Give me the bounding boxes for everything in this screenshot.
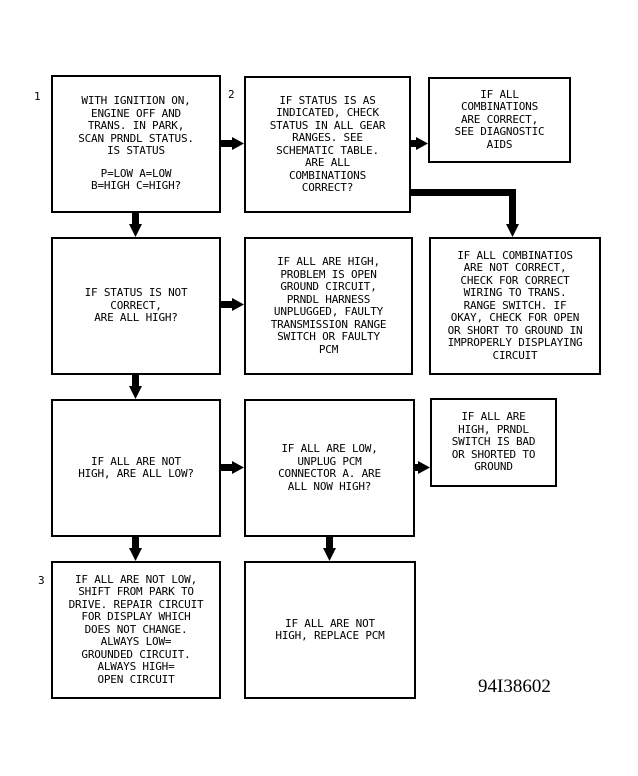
step-number-2: 2 [228, 88, 235, 101]
arrowhead-7-to-8 [232, 461, 244, 474]
box-are-all-high-text: IF STATUS IS NOT CORRECT, ARE ALL HIGH? [84, 286, 188, 325]
box-ignition-scan-status-text: WITH IGNITION ON, ENGINE OFF AND TRANS. … [78, 94, 194, 158]
box-are-all-high: IF STATUS IS NOT CORRECT, ARE ALL HIGH? [51, 237, 221, 375]
box-check-gear-ranges-text: IF STATUS IS AS INDICATED, CHECK STATUS … [269, 93, 386, 194]
arrow-7-to-10 [132, 536, 139, 550]
box-open-ground-circuit: IF ALL ARE HIGH, PROBLEM IS OPEN GROUND … [244, 237, 413, 375]
box-open-ground-circuit-text: IF ALL ARE HIGH, PROBLEM IS OPEN GROUND … [270, 255, 387, 356]
box-replace-pcm: IF ALL ARE NOT HIGH, REPLACE PCM [244, 561, 416, 699]
arrow-7-to-8 [220, 464, 234, 471]
arrowhead-8-to-9 [418, 461, 430, 474]
arrow-4-to-7 [132, 374, 139, 388]
arrowhead-4-to-7 [129, 386, 142, 399]
arrowhead-1-to-2 [232, 137, 244, 150]
step-number-3: 3 [38, 574, 45, 587]
box-ignition-status-values: P=LOW A=LOW B=HIGH C=HIGH? [91, 166, 181, 193]
box-check-wiring-text: IF ALL COMBINATIOS ARE NOT CORRECT, CHEC… [447, 248, 583, 362]
box-check-wiring: IF ALL COMBINATIOS ARE NOT CORRECT, CHEC… [429, 237, 601, 375]
step-number-1: 1 [34, 90, 41, 103]
arrowhead-2-to-3 [416, 137, 428, 150]
arrow-1-to-4 [132, 212, 139, 226]
box-are-all-low-text: IF ALL ARE NOT HIGH, ARE ALL LOW? [78, 454, 194, 480]
box-prndl-switch-bad-text: IF ALL ARE HIGH, PRNDL SWITCH IS BAD OR … [451, 410, 536, 474]
box-check-gear-ranges: IF STATUS IS AS INDICATED, CHECK STATUS … [244, 76, 411, 213]
arrow-4-to-5 [220, 301, 234, 308]
box-see-diagnostic-aids: IF ALL COMBINATIONS ARE CORRECT, SEE DIA… [428, 77, 571, 163]
arrow-1-to-2 [220, 140, 234, 147]
arrowhead-2-to-6 [506, 224, 519, 237]
arrowhead-8-to-11 [323, 548, 336, 561]
arrowhead-1-to-4 [129, 224, 142, 237]
box-are-all-low: IF ALL ARE NOT HIGH, ARE ALL LOW? [51, 399, 221, 537]
box-unplug-pcm-connector-text: IF ALL ARE LOW, UNPLUG PCM CONNECTOR A. … [278, 442, 381, 493]
box-shift-repair-circuit-text: IF ALL ARE NOT LOW, SHIFT FROM PARK TO D… [68, 572, 204, 686]
box-ignition-scan-status: WITH IGNITION ON, ENGINE OFF AND TRANS. … [51, 75, 221, 213]
box-replace-pcm-text: IF ALL ARE NOT HIGH, REPLACE PCM [275, 616, 385, 642]
arrowhead-4-to-5 [232, 298, 244, 311]
arrowhead-7-to-10 [129, 548, 142, 561]
box-see-diagnostic-aids-text: IF ALL COMBINATIONS ARE CORRECT, SEE DIA… [454, 87, 545, 151]
arrow-8-to-9 [414, 464, 420, 471]
arrow-2-to-3 [410, 140, 418, 147]
arrow-2-to-6-vertical [509, 189, 516, 226]
arrow-8-to-11 [326, 536, 333, 550]
box-prndl-switch-bad: IF ALL ARE HIGH, PRNDL SWITCH IS BAD OR … [430, 398, 557, 487]
box-shift-repair-circuit: IF ALL ARE NOT LOW, SHIFT FROM PARK TO D… [51, 561, 221, 699]
box-unplug-pcm-connector: IF ALL ARE LOW, UNPLUG PCM CONNECTOR A. … [244, 399, 415, 537]
figure-id: 94I38602 [478, 676, 551, 697]
arrow-2-to-6-horizontal [410, 189, 516, 196]
